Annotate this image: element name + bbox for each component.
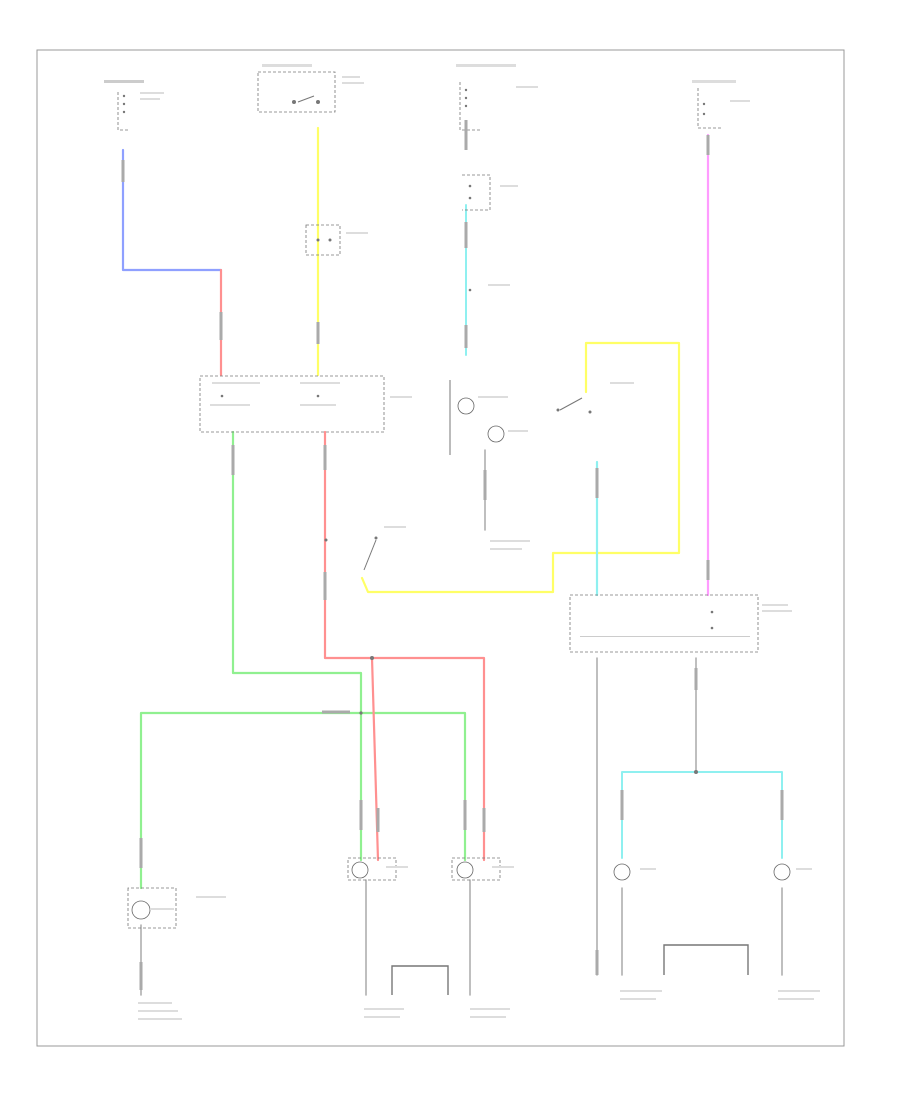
component-center-sensor	[305, 224, 368, 256]
component-right-lamp-b	[773, 863, 812, 881]
wire-gray-right-lamps	[621, 887, 783, 976]
splice-green	[359, 711, 363, 715]
splice-cyan	[694, 770, 698, 774]
component-ground-mid	[490, 540, 530, 550]
ground-labels	[138, 990, 820, 1020]
component-left-lamp	[127, 887, 226, 929]
component-top-left-sensor	[104, 80, 164, 131]
component-right-module	[569, 594, 792, 653]
splice-red	[370, 656, 374, 660]
component-cyan-connector	[462, 174, 518, 211]
component-combination-switch	[199, 375, 412, 433]
component-indicator-lamp	[449, 380, 528, 455]
component-top-right-sensor	[456, 64, 538, 131]
wire-red-center	[323, 430, 380, 862]
component-right-lamp-a	[613, 863, 656, 881]
component-top-center-switch	[257, 64, 364, 113]
wire-blue-top-left	[121, 148, 223, 272]
wire-green-bus	[139, 711, 467, 890]
component-cyan-sensor	[468, 284, 510, 292]
jumper-bracket-center	[391, 965, 449, 995]
diagram-frame	[36, 49, 845, 1047]
wire-red-branch	[370, 656, 486, 862]
wire-green-left-column	[231, 430, 363, 862]
component-center-left-lamp	[347, 857, 408, 881]
component-brake-switch	[324, 526, 406, 571]
jumper-bracket-right	[663, 944, 749, 975]
component-center-right-lamp	[451, 857, 514, 881]
wire-yellow-loop	[360, 341, 681, 594]
component-yellow-switch	[556, 382, 634, 414]
component-top-right-connector	[692, 80, 750, 129]
wire-cyan-bottom-bus	[621, 771, 783, 859]
